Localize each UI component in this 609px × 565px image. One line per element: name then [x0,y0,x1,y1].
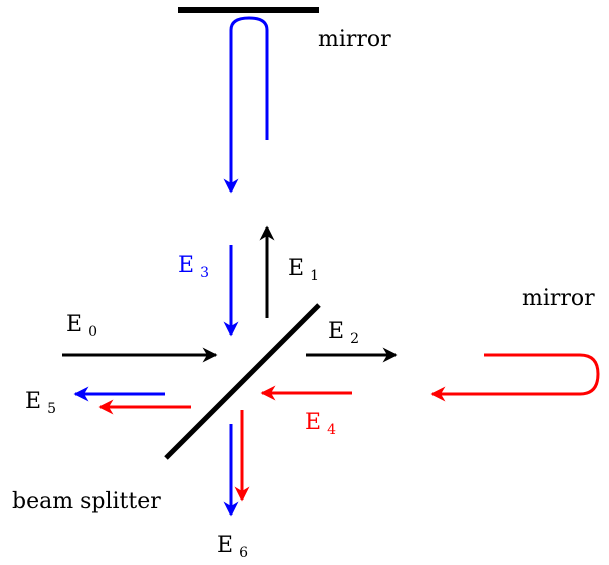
top-mirror-reflection-loop [223,16,269,194]
right-mirror-label: mirror [522,286,595,311]
right-mirror-reflection-loop [430,353,600,402]
beam-splitter-label: beam splitter [12,489,161,514]
top-mirror-label: mirror [318,27,391,52]
beam-splitter [164,303,321,460]
